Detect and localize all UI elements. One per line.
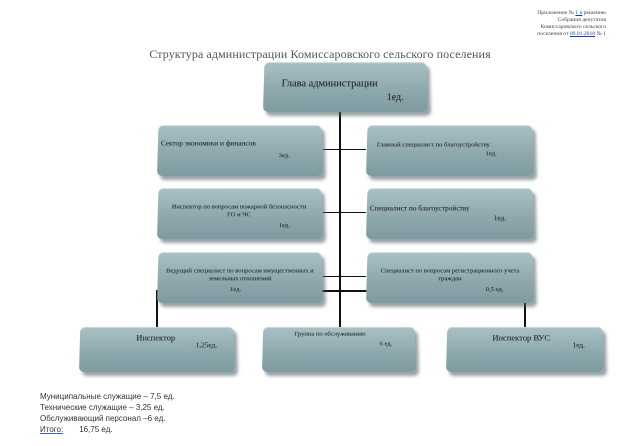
appendix-date: 09.01.2018 — [570, 31, 595, 37]
connector-left-2 — [323, 212, 340, 213]
landscaping-specialist-value: 1ед. — [494, 214, 507, 222]
service-group-title: Группа по обслуживанию — [295, 331, 366, 339]
chief-landscaping-specialist-value: 1ед. — [486, 150, 497, 158]
economics-sector-value: 3ед. — [279, 152, 290, 160]
appendix-number: 1 к — [575, 10, 582, 16]
appendix-line4-prefix: поселения от — [537, 31, 568, 37]
total-value: 16,75 ед. — [79, 425, 112, 434]
trunk-line — [339, 108, 341, 291]
technical-employees-line: Технические служащие – 3,25 ед. — [40, 402, 175, 413]
appendix-line1-suffix: решению — [584, 10, 606, 16]
appendix-line2: Собрания депутатов — [476, 17, 606, 24]
appendix-line1-prefix: Приложение № — [537, 10, 574, 16]
appendix-note: Приложение № 1 к решению Собрания депута… — [476, 10, 606, 38]
staff-totals: Муниципальные служащие – 7,5 ед. Техниче… — [40, 391, 175, 435]
head-box: Глава администрации 1ед. — [263, 62, 428, 112]
inspector-title: Инспектор — [136, 333, 175, 343]
connector-left-1 — [323, 149, 340, 150]
connector-right-2 — [340, 212, 366, 213]
service-staff-line: Обслуживающий персонал –6 ед. — [40, 413, 175, 424]
drop-line-center — [339, 290, 341, 327]
military-registration-inspector-title: Инспектор ВУС — [492, 333, 550, 343]
connector-left-3 — [323, 276, 340, 277]
service-group-box: Группа по обслуживанию 6 ед. — [262, 327, 416, 372]
military-registration-inspector-box: Инспектор ВУС 1ед. — [446, 327, 604, 372]
military-registration-inspector-value: 1ед. — [572, 341, 585, 349]
registration-specialist-box: Специалист по вопросам регистрационного … — [366, 252, 534, 303]
fire-safety-inspector-box: Инспектор по вопросам пожарной безопасно… — [157, 188, 323, 239]
head-value: 1ед. — [387, 92, 404, 104]
property-land-specialist-title: Ведущий специалист по вопросам имуществе… — [163, 268, 318, 284]
municipal-employees-line: Муниципальные служащие – 7,5 ед. — [40, 391, 175, 402]
property-land-specialist-box: Ведущий специалист по вопросам имуществе… — [157, 252, 323, 303]
registration-specialist-value: 0,5 ед. — [486, 286, 504, 294]
chief-landscaping-specialist-box: Главный специалист по благоустройству 1е… — [366, 125, 534, 176]
landscaping-specialist-box: Специалист по благоустройству 1ед. — [366, 188, 534, 239]
appendix-line3: Комиссаровского сельского — [476, 24, 606, 31]
economics-sector-title: Сектор экономики и финансов — [161, 140, 256, 148]
property-land-specialist-value: 1ед. — [230, 286, 241, 294]
landscaping-specialist-title: Специалист по благоустройству — [370, 205, 470, 213]
total-label: Итого: — [40, 425, 63, 434]
fire-safety-inspector-value: 1ед. — [279, 222, 290, 230]
registration-specialist-title: Специалист по вопросам регистрационного … — [370, 268, 531, 284]
inspector-value: 1,25ед. — [196, 341, 218, 349]
connector-right-1 — [340, 149, 366, 150]
economics-sector-box: Сектор экономики и финансов 3ед. — [157, 125, 323, 176]
page-title: Структура администрации Комиссаровского … — [0, 47, 640, 62]
head-title: Глава администрации — [281, 79, 377, 91]
inspector-box: Инспектор 1,25ед. — [79, 327, 235, 372]
connector-right-3 — [340, 276, 366, 277]
fire-safety-inspector-title: Инспектор по вопросам пожарной безопасно… — [169, 204, 308, 220]
appendix-line4-suffix: № 1 — [596, 31, 606, 37]
chief-landscaping-specialist-title: Главный специалист по благоустройству — [377, 142, 490, 150]
service-group-value: 6 ед. — [380, 341, 393, 349]
